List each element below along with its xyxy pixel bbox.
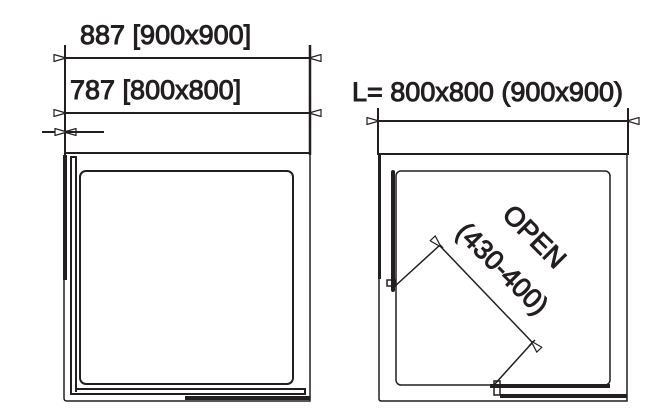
hinge-left bbox=[386, 279, 396, 287]
inner-dimension-label: 787 [800x800] bbox=[70, 75, 241, 105]
left-profile bbox=[70, 156, 77, 393]
outer-frame bbox=[378, 155, 628, 402]
fixed-panel-left bbox=[63, 155, 67, 280]
shower-tray bbox=[79, 170, 294, 385]
outer-dimension-label: 887 [900x900] bbox=[80, 20, 251, 50]
side-wall-left bbox=[378, 153, 381, 279]
opening-dimension-line bbox=[441, 247, 531, 341]
fixed-panel-bottom bbox=[185, 396, 310, 400]
right-plan: L= 800x800 (900x900) OPEN (430-400) bbox=[352, 77, 628, 402]
opening-extension-2 bbox=[493, 342, 533, 386]
opening-extension-1 bbox=[393, 244, 441, 288]
left-plan: 887 [900x900] 787 [800x800] bbox=[42, 20, 311, 402]
outer-frame bbox=[63, 155, 311, 402]
size-label: L= 800x800 (900x900) bbox=[352, 77, 623, 107]
bottom-profile bbox=[70, 388, 306, 395]
